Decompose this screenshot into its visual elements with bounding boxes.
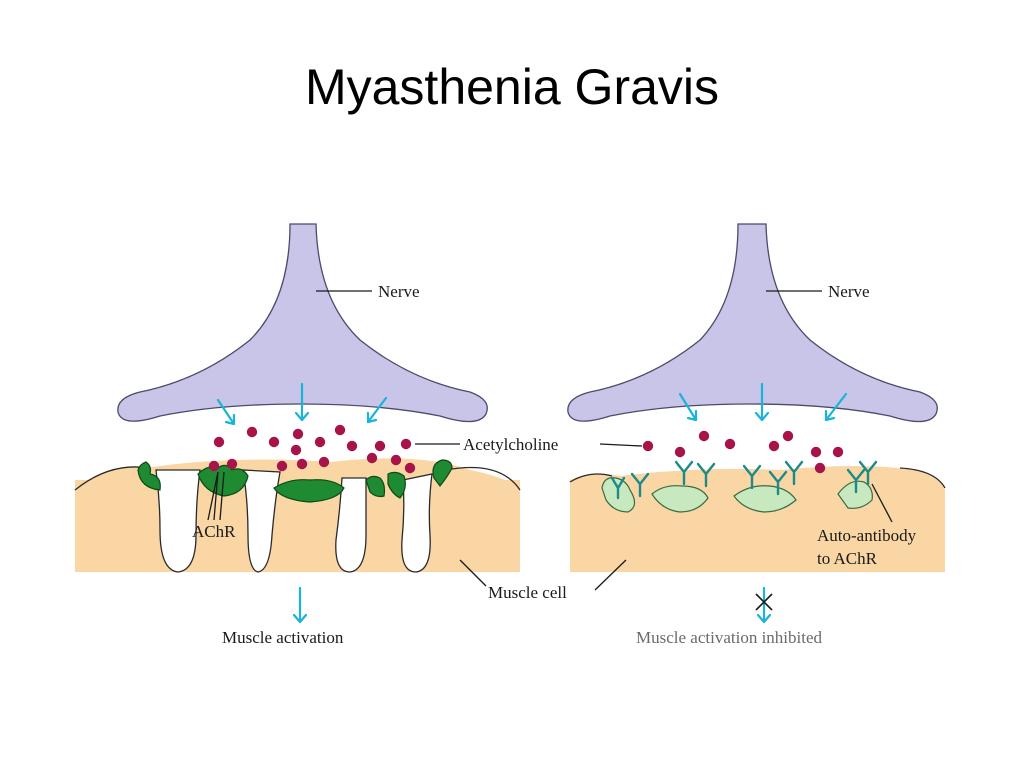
achr-receptor [387,471,406,499]
inhibited-activation-arrow [756,586,772,624]
achr-label: AChR [192,522,236,541]
release-arrow [366,396,388,424]
nerve-label-right: Nerve [828,282,870,301]
auto-antibody-label-line2: to AChR [817,549,878,568]
acetylcholine-molecules-left [208,424,416,474]
release-arrow [824,392,848,422]
auto-antibodies [610,460,878,500]
achr-receptor [273,479,345,503]
release-arrow [216,398,236,426]
junctional-fold [155,469,201,573]
slide-title: Myasthenia Gravis [304,59,720,115]
achr-receptor [137,461,161,491]
nerve-terminal-left [117,223,488,423]
inhibition-x-icon [755,593,773,611]
nerve-terminal-right [567,223,938,423]
achr-receptor [365,475,386,498]
muscle-activation-arrow [292,586,308,624]
release-arrow [754,382,770,422]
junctional-fold [335,477,367,573]
myasthenia-junction-panel: Nerve Auto-antibody to AChR Muscle activ… [567,223,946,647]
normal-junction-panel: Nerve Acetylcholine AChR Muscle cell Mus… [74,223,567,647]
release-arrow [294,382,310,422]
muscle-activation-inhibited-label: Muscle activation inhibited [636,628,823,647]
muscle-cell-right [570,466,945,572]
auto-antibody-label-line1: Auto-antibody [817,526,917,545]
release-arrow [678,392,698,422]
muscle-activation-label: Muscle activation [222,628,344,647]
blocked-achr-receptor [651,485,709,513]
achr-receptor [432,459,453,487]
muscle-cell-label: Muscle cell [488,583,567,602]
junctional-fold [401,473,433,573]
acetylcholine-label: Acetylcholine [463,435,558,454]
junctional-fold [242,469,281,573]
acetylcholine-molecules-right [642,430,844,474]
nerve-label-left: Nerve [378,282,420,301]
blocked-achr-receptor [837,480,873,509]
blocked-achr-receptor [733,485,797,513]
